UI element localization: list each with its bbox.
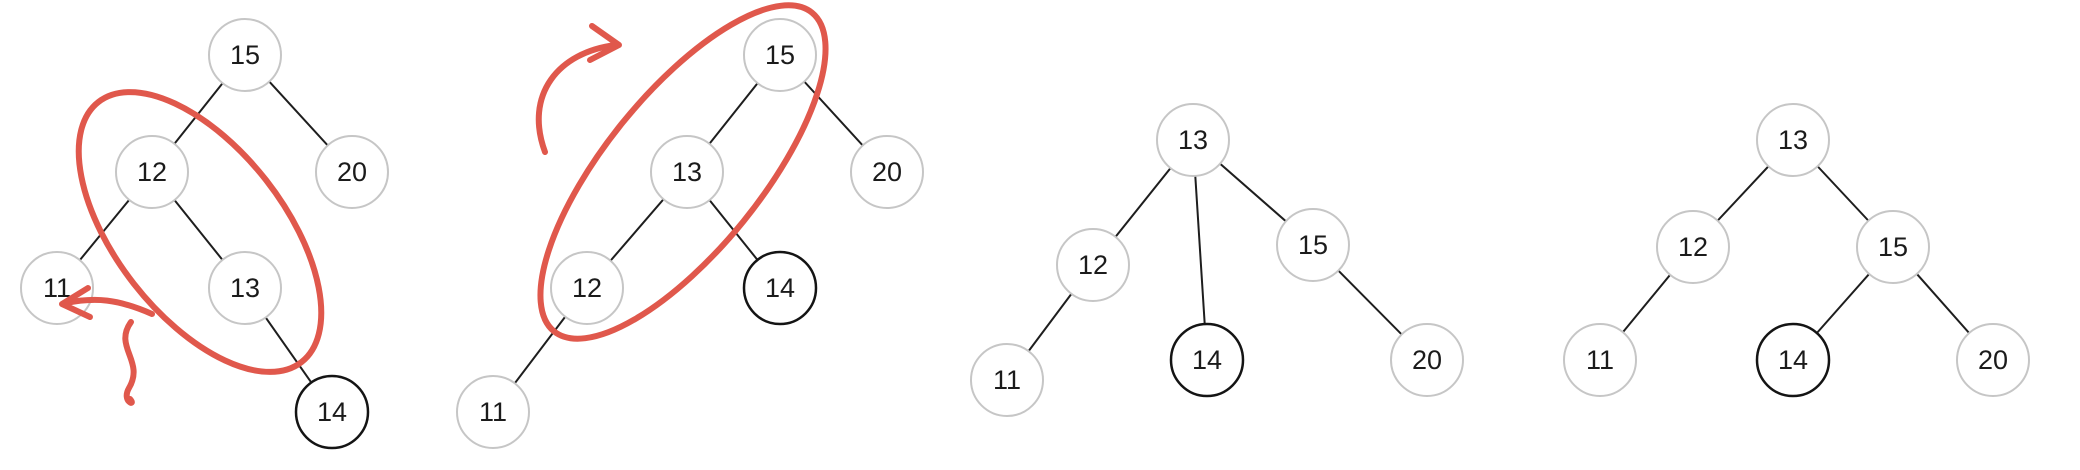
node-label-20: 20 xyxy=(337,157,367,187)
node-label-13: 13 xyxy=(230,273,260,303)
node-label-12: 12 xyxy=(1078,250,1108,280)
tree-node-14-highlighted xyxy=(294,374,370,450)
red-rotation-arrow-shaft-annotation xyxy=(535,42,619,155)
red-squiggle-tail-annotation xyxy=(122,319,137,406)
node-label-15: 15 xyxy=(1298,230,1328,260)
node-label-20: 20 xyxy=(1978,345,2008,375)
red-arrow-to-11-shaft-annotation xyxy=(63,296,155,317)
tree-node-15 xyxy=(743,18,817,92)
node-label-15: 15 xyxy=(230,40,260,70)
node-label-13: 13 xyxy=(672,157,702,187)
red-loop-around-15-13-12-annotation xyxy=(537,2,829,342)
tree-node-14-highlighted xyxy=(1169,322,1245,398)
node-label-14: 14 xyxy=(317,397,347,427)
tree-node-15 xyxy=(1856,210,1930,284)
tree-node-11 xyxy=(20,251,94,325)
node-label-14: 14 xyxy=(765,273,795,303)
node-label-14: 14 xyxy=(1192,345,1222,375)
red-rotation-arrow-head-annotation xyxy=(587,23,622,63)
red-arrow-to-11-head-annotation xyxy=(59,285,93,320)
node-label-11: 11 xyxy=(1586,345,1614,375)
tree-node-20 xyxy=(1390,323,1464,397)
tree-node-13 xyxy=(1156,103,1230,177)
node-label-12: 12 xyxy=(137,157,167,187)
node-label-14: 14 xyxy=(1778,345,1808,375)
tree-node-12 xyxy=(1056,228,1130,302)
tree-node-20 xyxy=(850,135,924,209)
tree-node-11 xyxy=(970,343,1044,417)
node-label-11: 11 xyxy=(479,397,507,427)
node-label-12: 12 xyxy=(572,273,602,303)
tree-node-13 xyxy=(1756,103,1830,177)
red-loop-around-12-13-annotation xyxy=(75,89,325,375)
tree-node-13 xyxy=(650,135,724,209)
node-label-15: 15 xyxy=(1878,232,1908,262)
tree-node-15 xyxy=(1276,208,1350,282)
tree-node-14-highlighted xyxy=(1755,322,1831,398)
tree-node-12 xyxy=(115,135,189,209)
tree-node-12 xyxy=(1656,210,1730,284)
node-label-13: 13 xyxy=(1178,125,1208,155)
node-label-12: 12 xyxy=(1678,232,1708,262)
tree-node-11 xyxy=(456,375,530,449)
tree-step-4: 13 12 15 11 14 20 xyxy=(1563,103,2030,398)
tree-node-14-highlighted xyxy=(742,250,818,326)
node-label-11: 11 xyxy=(993,365,1021,395)
node-label-13: 13 xyxy=(1778,125,1808,155)
tree-node-20 xyxy=(315,135,389,209)
tree-node-20 xyxy=(1956,323,2030,397)
tree-node-12 xyxy=(550,251,624,325)
tree-node-13 xyxy=(208,251,282,325)
tree-step-2: 15 13 20 12 14 11 xyxy=(456,2,924,449)
node-label-15: 15 xyxy=(765,40,795,70)
tree-node-11 xyxy=(1563,323,1637,397)
tree-node-15 xyxy=(208,18,282,92)
node-label-20: 20 xyxy=(1412,345,1442,375)
tree-step-3: 13 12 15 11 14 20 xyxy=(970,103,1464,417)
node-label-20: 20 xyxy=(872,157,902,187)
